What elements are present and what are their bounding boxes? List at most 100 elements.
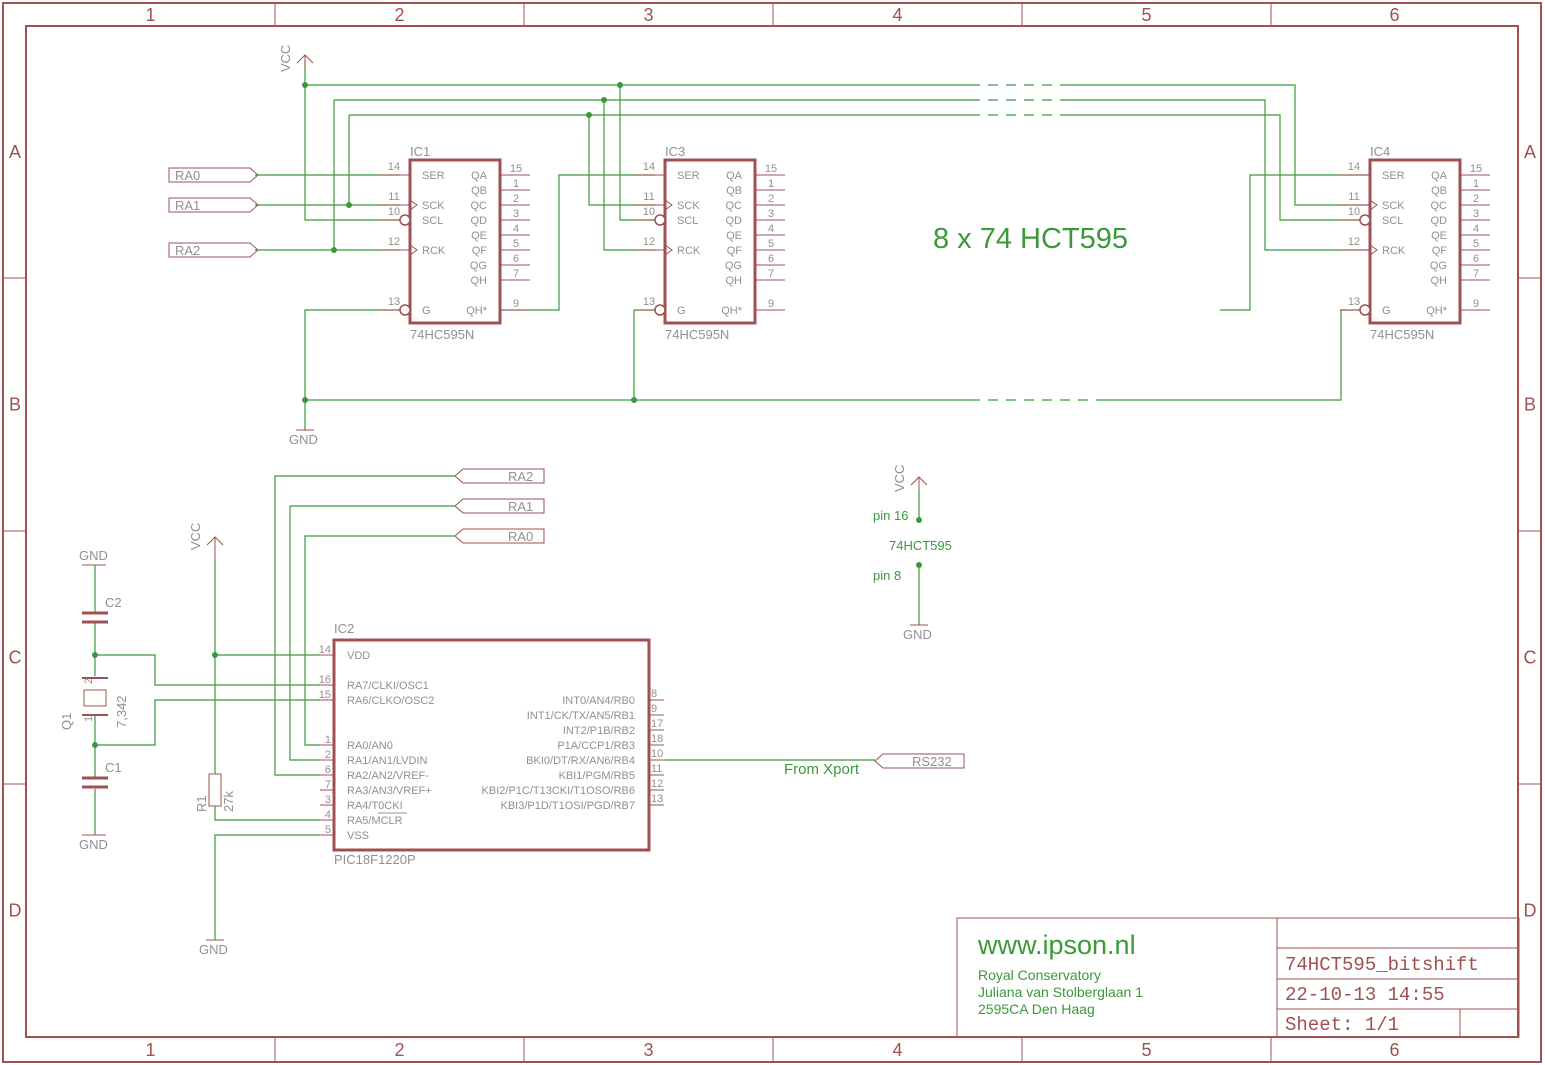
grid-col-label: 4 [892,1040,902,1060]
pin-number: 9 [768,298,774,310]
ic-part: 74HC595N [1370,327,1434,342]
pin-name: QF [1432,245,1448,257]
ic-ref: IC1 [410,144,430,159]
svg-text:R1: R1 [194,795,209,812]
grid-row-label: B [1524,395,1536,415]
pin-number: 6 [513,253,519,265]
pin-number: 11 [643,191,654,203]
pin-number: 12 [643,236,655,248]
pin-number: 2 [1473,193,1479,205]
net-flag-ra2-out: RA2 [454,468,545,484]
pin-number: 15 [319,689,331,701]
pin-number: 9 [651,703,657,715]
from-xport-label: From Xport [784,761,860,778]
pin-name: RA0/AN0 [347,740,393,752]
svg-text:RA2: RA2 [508,469,533,484]
capacitor-c1: C1 GND [79,760,122,852]
pin-name: RA5/MCLR [347,815,403,827]
svg-text:RA0: RA0 [175,168,200,183]
pin-name: INT0/AN4/RB0 [562,695,635,707]
grid-col-label: 2 [394,1040,404,1060]
pin-number: 3 [1473,208,1479,220]
pin-number: 7 [513,268,519,280]
pin-number: 13 [388,296,400,308]
pin-name: QD [726,215,743,227]
svg-text:2: 2 [83,678,95,684]
grid-col-label: 5 [1141,1040,1151,1060]
pin-number: 2 [768,193,774,205]
gnd-symbol-top: GND [289,429,318,447]
pin-number: 3 [325,794,331,806]
pin-number: 12 [1348,236,1360,248]
control-bus [255,60,1370,430]
grid-col-label: 5 [1141,5,1151,25]
pin-name: VSS [347,830,369,842]
diagram-heading: 8 x 74 HCT595 [933,223,1128,255]
svg-text:Q1: Q1 [59,713,74,730]
ic-part: 74HC595N [665,327,729,342]
svg-text:27k: 27k [221,791,236,812]
pin-name: QA [471,170,488,182]
grid-col-label: 3 [643,5,653,25]
svg-text:C2: C2 [105,595,122,610]
resistor-r1: R1 27k [194,773,236,812]
pin-name: QH [471,275,488,287]
pin-name: BKI0/DT/RX/AN6/RB4 [526,755,635,767]
svg-text:pin 8: pin 8 [873,568,901,583]
shift-register-ic4: IC474HC595N14SER11SCK10SCL12RCK13G15QA1Q… [1340,144,1490,342]
pin-name: SCK [422,200,445,212]
pin-name: QC [471,200,488,212]
vcc-label: VCC [278,45,293,72]
pin-number: 12 [651,778,663,790]
pin-name: QB [726,185,742,197]
grid-col-label: 1 [145,5,155,25]
svg-text:VCC: VCC [892,465,907,492]
svg-text:RA2: RA2 [175,243,200,258]
pin-number: 4 [325,809,331,821]
pin-number: 13 [1348,296,1360,308]
pin-name: G [677,305,686,317]
net-flag-ra0-out: RA0 [454,528,545,544]
grid-col-label: 1 [145,1040,155,1060]
vcc-symbol-top: VCC [278,45,314,72]
pin-number: 7 [1473,268,1479,280]
pin-number: 5 [325,824,331,836]
pin-name: SCK [677,200,700,212]
pin-name: QA [726,170,743,182]
svg-text:1: 1 [83,716,95,722]
pin-name: QC [726,200,743,212]
pin-number: 14 [1348,161,1360,173]
pin-number: 4 [768,223,774,235]
pin-number: 10 [651,748,663,760]
grid-row-label: C [9,648,22,668]
pin-name: SER [1382,170,1405,182]
net-flag-rs232: RS232 From Xport [784,753,965,778]
grid-col-label: 6 [1389,1040,1399,1060]
address-line-1: Royal Conservatory [978,967,1101,983]
pin-number: 1 [325,734,331,746]
pin-number: 13 [651,793,663,805]
pin-name: QG [725,260,742,272]
svg-text:VCC: VCC [188,523,203,550]
svg-text:GND: GND [79,837,108,852]
drawing-date: 22-10-13 14:55 [1285,984,1445,1006]
svg-text:C1: C1 [105,760,122,775]
pin-number: 11 [1348,191,1359,203]
pin-name: KBI3/P1D/T1OSI/PGD/RB7 [501,800,636,812]
pin-number: 18 [651,733,663,745]
pin-number: 3 [768,208,774,220]
pin-name: RA3/AN3/VREF+ [347,785,432,797]
net-flag-ra1-in: RA1 [168,197,259,213]
ic-part: 74HC595N [410,327,474,342]
grid-col-label: 3 [643,1040,653,1060]
pin-number: 4 [513,223,519,235]
title-block: www.ipson.nl Royal Conservatory Juliana … [956,917,1520,1038]
pin-number: 5 [768,238,774,250]
pin-name: QE [726,230,742,242]
pin-name: RA7/CLKI/OSC1 [347,680,429,692]
pin-number: 10 [1348,206,1360,218]
pin-number: 7 [325,779,331,791]
pin-name: QD [1431,215,1448,227]
